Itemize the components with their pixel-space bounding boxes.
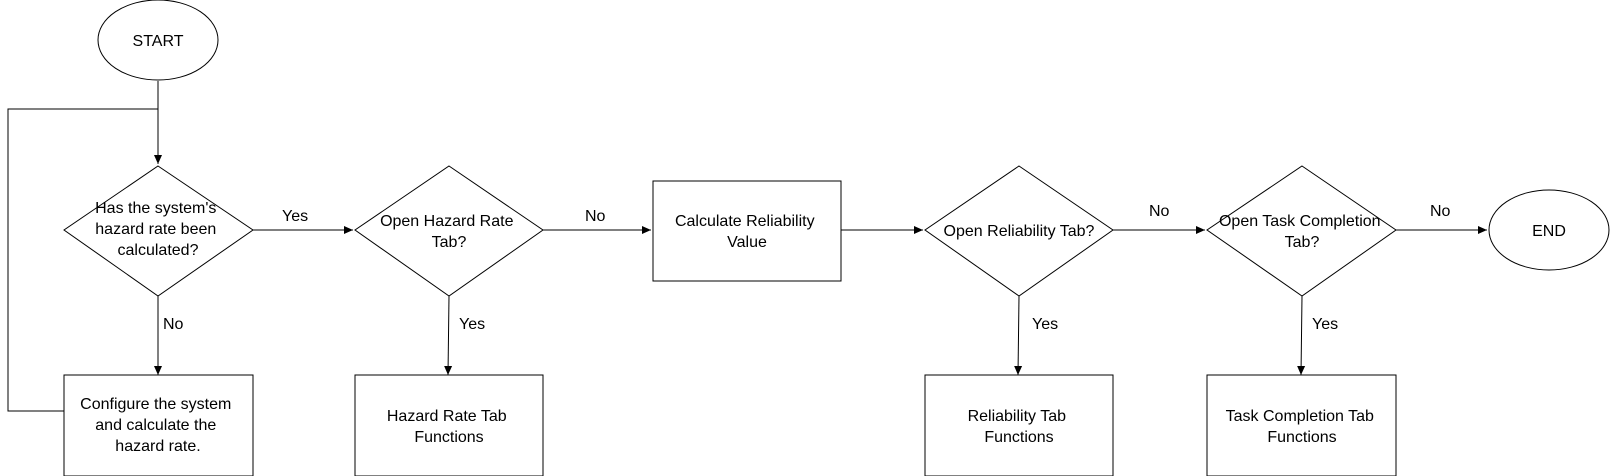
task-functions-text: Task Completion Tab Functions bbox=[1226, 408, 1379, 446]
label-hazard-yes: Yes bbox=[282, 208, 308, 225]
edge-configure-loop-back bbox=[7, 108, 158, 412]
configure-line-1: Configure the system bbox=[80, 396, 231, 413]
hazard-functions-line-2: Functions bbox=[414, 429, 483, 446]
decision-open-task-text: Open Task Completion Tab? bbox=[1219, 213, 1385, 251]
decision-open-reliability-text: Open Reliability Tab? bbox=[944, 223, 1095, 240]
decision-hazard-line-3: calculated? bbox=[118, 242, 199, 259]
decision-hazard-line-1: Has the system's bbox=[95, 200, 216, 217]
configure-line-2: and calculate the bbox=[95, 417, 216, 434]
reliability-functions-line-2: Functions bbox=[984, 429, 1053, 446]
edge-open-task-yes bbox=[1297, 295, 1306, 376]
edge-open-hazard-yes bbox=[444, 295, 453, 376]
end-terminal: END bbox=[1488, 189, 1610, 271]
edge-open-reliability-yes bbox=[1014, 295, 1023, 376]
configure-line-3: hazard rate. bbox=[115, 438, 200, 455]
reliability-functions-line-1: Reliability Tab bbox=[968, 408, 1067, 425]
decision-open-task-line-1: Open Task Completion bbox=[1219, 213, 1381, 230]
process-configure-system: Configure the system and calculate the h… bbox=[63, 374, 254, 476]
decision-open-reliability-line-1: Open Reliability Tab? bbox=[944, 223, 1095, 240]
calc-reliability-line-2: Value bbox=[727, 234, 767, 251]
decision-open-task-tab: Open Task Completion Tab? bbox=[1206, 165, 1397, 297]
label-open-reliability-yes: Yes bbox=[1032, 316, 1058, 333]
decision-open-hazard-text: Open Hazard Rate Tab? bbox=[380, 213, 518, 251]
decision-open-hazard-tab: Open Hazard Rate Tab? bbox=[354, 165, 544, 297]
calc-reliability-text: Calculate Reliability Value bbox=[675, 213, 819, 251]
process-reliability-functions: Reliability Tab Functions bbox=[924, 374, 1114, 476]
reliability-functions-text: Reliability Tab Functions bbox=[968, 408, 1071, 446]
decision-open-hazard-line-1: Open Hazard Rate bbox=[380, 213, 514, 230]
calc-reliability-line-1: Calculate Reliability bbox=[675, 213, 815, 230]
edge-labels: Yes No No Yes No Yes No Yes bbox=[163, 203, 1451, 333]
start-label: START bbox=[133, 33, 184, 50]
label-open-hazard-yes: Yes bbox=[459, 316, 485, 333]
label-open-task-yes: Yes bbox=[1312, 316, 1338, 333]
end-label: END bbox=[1532, 223, 1566, 240]
decision-open-reliability-tab: Open Reliability Tab? bbox=[924, 165, 1114, 297]
edges bbox=[7, 81, 1487, 412]
hazard-functions-text: Hazard Rate Tab Functions bbox=[387, 408, 511, 446]
label-hazard-no: No bbox=[163, 316, 184, 333]
label-open-hazard-no: No bbox=[585, 208, 606, 225]
process-task-completion-functions: Task Completion Tab Functions bbox=[1206, 374, 1397, 476]
start-terminal: START bbox=[97, 0, 219, 81]
process-calculate-reliability: Calculate Reliability Value bbox=[652, 180, 842, 282]
label-open-task-no: No bbox=[1430, 203, 1451, 220]
hazard-functions-line-1: Hazard Rate Tab bbox=[387, 408, 507, 425]
decision-open-hazard-line-2: Tab? bbox=[432, 234, 467, 251]
decision-hazard-calculated: Has the system's hazard rate been calcul… bbox=[63, 165, 254, 297]
task-functions-line-2: Functions bbox=[1267, 429, 1336, 446]
label-open-reliability-no: No bbox=[1149, 203, 1170, 220]
task-functions-line-1: Task Completion Tab bbox=[1226, 408, 1374, 425]
decision-open-task-line-2: Tab? bbox=[1285, 234, 1320, 251]
decision-hazard-text: Has the system's hazard rate been calcul… bbox=[95, 200, 221, 259]
process-hazard-rate-functions: Hazard Rate Tab Functions bbox=[354, 374, 544, 476]
decision-hazard-line-2: hazard rate been bbox=[95, 221, 216, 238]
configure-text: Configure the system and calculate the h… bbox=[80, 396, 236, 455]
